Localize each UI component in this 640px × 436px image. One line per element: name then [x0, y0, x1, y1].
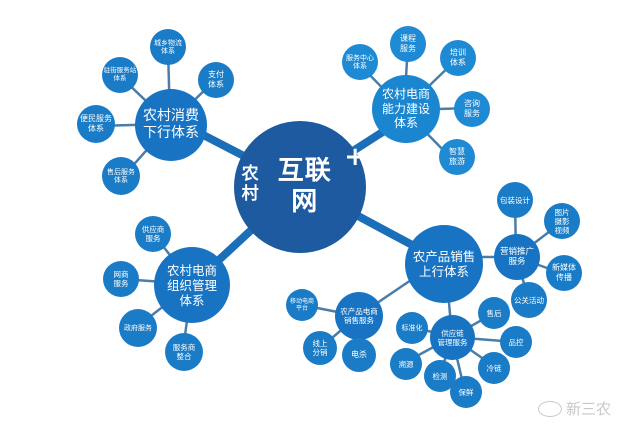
- leaf-online-merchant: 网商 服务: [103, 261, 139, 297]
- leaf-preservation: 保鲜: [450, 376, 482, 408]
- leaf-consulting: 咨询 服务: [454, 91, 490, 127]
- leaf-packaging: 包装设计: [497, 182, 533, 218]
- leaf-supplier: 供应商 服务: [135, 216, 171, 252]
- leaf-smart-tourism: 智慧 旅游: [439, 139, 475, 175]
- leaf-mobile-platform: 移动电商 平台: [286, 289, 318, 321]
- subhub-supply-chain: 供应链 管理服务: [430, 315, 475, 360]
- leaf-new-media: 新媒体 传播: [546, 255, 582, 291]
- leaf-courses: 课程 服务: [390, 26, 426, 62]
- watermark-text: 新三农: [566, 400, 612, 418]
- wechat-icon: [538, 400, 562, 417]
- leaf-service-center: 服务中心 体系: [342, 44, 378, 80]
- watermark: 新三农: [538, 398, 611, 419]
- hub-consumption: 农村消费 下行体系: [135, 89, 207, 161]
- leaf-government: 政府服务: [119, 309, 157, 347]
- leaf-online-distribution: 线上 分销: [303, 331, 337, 365]
- subhub-marketing: 营销推广 服务: [494, 234, 540, 280]
- hub-capacity: 农村电商 能力建设 体系: [372, 75, 440, 143]
- leaf-training: 培训 体系: [440, 40, 476, 76]
- hub-organization: 农村电商 组织管理 体系: [154, 247, 230, 323]
- leaf-quality-control: 品控: [500, 326, 532, 358]
- leaf-pr-events: 公关活动: [511, 282, 547, 318]
- leaf-dianshang: 电杀: [342, 338, 376, 372]
- leaf-logistics: 城乡物流 体系: [150, 29, 186, 65]
- leaf-convenience: 便民服务 体系: [77, 105, 115, 143]
- leaf-cold-chain: 冷链: [478, 352, 510, 384]
- center-main: 互联网: [277, 155, 332, 217]
- leaf-after-sales: 售后: [478, 297, 510, 329]
- subhub-ecommerce-sales: 农产品电商 销售服务: [335, 292, 383, 340]
- leaf-traceability: 溯源: [390, 348, 422, 380]
- leaf-provider-integration: 服务商 整合: [165, 333, 203, 371]
- center-node: 农村 互联网 +: [234, 121, 366, 253]
- leaf-payment: 支付 体系: [198, 62, 234, 98]
- leaf-service-station: 驻街服务站 体系: [102, 57, 138, 93]
- leaf-standardization: 标准化: [396, 312, 428, 344]
- center-prefix: 农村: [241, 163, 259, 205]
- leaf-aftersale-system: 售后服务 体系: [102, 157, 140, 195]
- hub-sales: 农产品销售 上行体系: [405, 225, 483, 303]
- plus-icon: +: [344, 141, 366, 172]
- leaf-photo-video: 图片 摄影 视频: [544, 203, 580, 239]
